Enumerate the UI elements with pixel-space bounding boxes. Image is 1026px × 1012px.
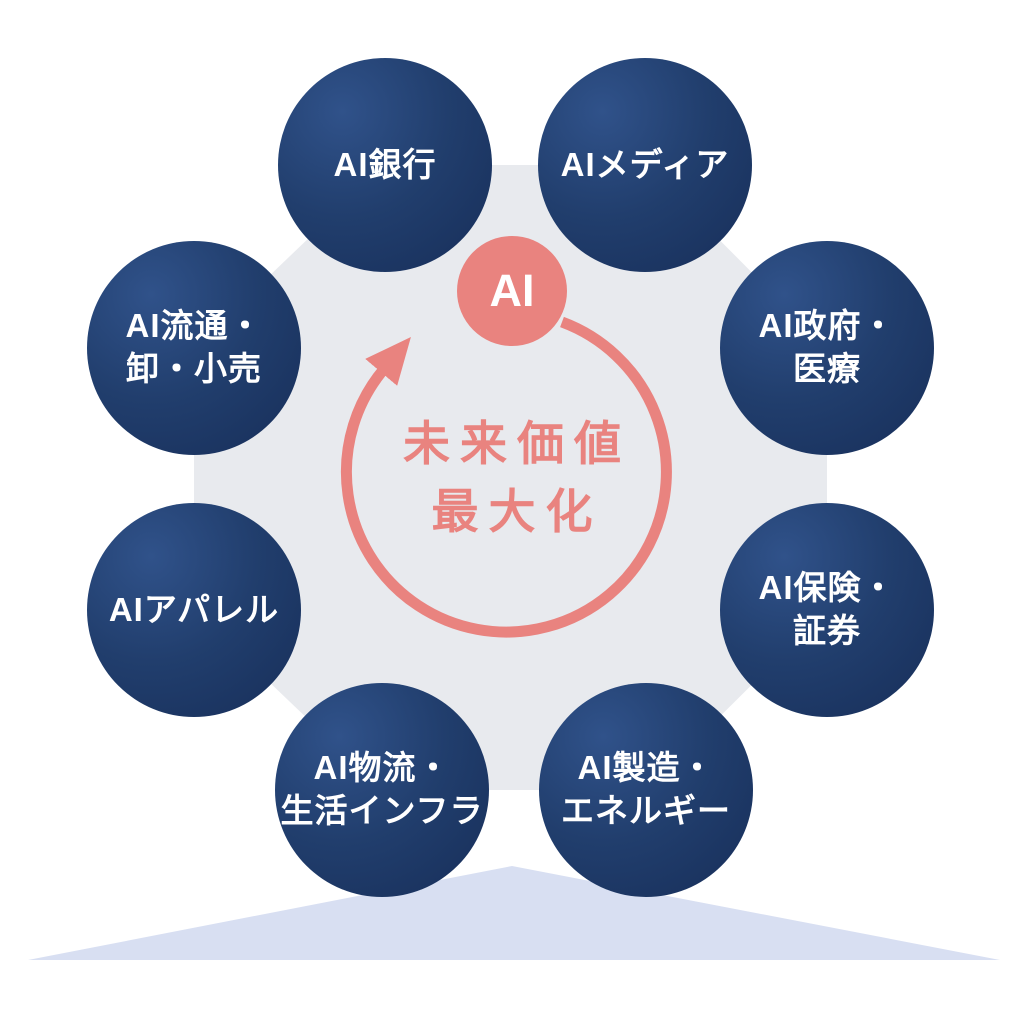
node-ai-apparel: AIアパレル [87,503,301,717]
node-label: AI保険・ 証券 [758,569,896,649]
ai-center-badge-label: AI [489,265,535,316]
node-label: AIメディア [560,145,730,183]
cycle-arrow-icon [340,316,672,638]
octagon-backdrop-shape [194,165,827,790]
node-label: AI物流・ 生活インフラ [280,749,484,829]
node-ai-manufacturing-energy: AI製造・ エネルギー [539,683,753,897]
node-ai-government-medical: AI政府・ 医療 [720,241,934,455]
node-ai-distribution-retail: AI流通・ 卸・小売 [87,241,301,455]
base-triangle-shape [28,866,1000,960]
node-label: AI製造・ エネルギー [561,749,731,829]
node-label: AI流通・ 卸・小売 [125,307,263,387]
node-ai-logistics-infrastructure: AI物流・ 生活インフラ [275,683,489,897]
node-ai-media: AIメディア [538,58,752,272]
node-label: AI政府・ 医療 [758,307,896,387]
node-label: AI銀行 [333,145,437,183]
node-label: AIアパレル [108,590,280,628]
ai-center-badge: AI [457,236,567,346]
node-ai-insurance-securities: AI保険・ 証券 [720,503,934,717]
node-ai-bank: AI銀行 [278,58,492,272]
center-slogan: 未来価値 最大化 [403,416,631,538]
